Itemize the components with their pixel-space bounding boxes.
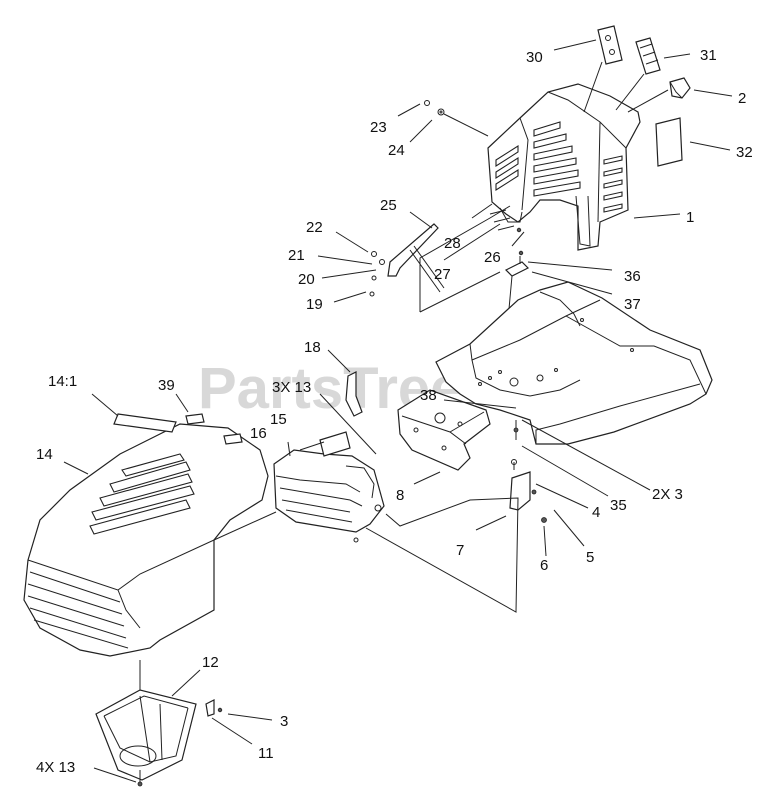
callout-31: 31 [700,47,717,64]
callout-4x13: 4X 13 [36,759,75,776]
callout-8: 8 [396,487,404,504]
callout-7: 7 [456,542,464,559]
decal-31 [635,37,661,75]
callout-27: 27 [434,266,451,283]
callout-4: 4 [592,504,600,521]
hardware-35 [513,420,519,440]
callout-20: 20 [298,271,315,288]
callout-32: 32 [736,144,753,161]
callout-21: 21 [288,247,305,264]
bracket-7 [509,459,547,523]
callout-2x3: 2X 3 [652,486,683,503]
leader-lines [63,39,733,783]
callout-16: 16 [250,425,267,442]
decal-39 [185,413,243,445]
callout-26: 26 [484,249,501,266]
rear-fender-part [487,83,641,251]
knob-2 [669,77,691,99]
bracket-11 [205,699,223,717]
washer-23 [424,100,430,106]
callout-37: 37 [624,296,641,313]
callout-14-1: 14:1 [48,373,77,390]
callout-19: 19 [306,296,323,313]
callout-5: 5 [586,549,594,566]
callout-6: 6 [540,557,548,574]
callout-15: 15 [270,411,287,428]
grille-insert-12 [95,689,197,781]
support-bracket-8 [397,389,491,471]
decal-14-1 [113,413,177,433]
callout-35: 35 [610,497,627,514]
callout-28: 28 [444,235,461,252]
decal-32 [655,117,683,167]
callout-39: 39 [158,377,175,394]
callout-12: 12 [202,654,219,671]
callout-3x13: 3X 13 [272,379,311,396]
screw-4x13 [137,770,143,787]
callout-25: 25 [380,197,397,214]
callout-11: 11 [258,745,274,762]
callout-24: 24 [388,142,405,159]
decal-30 [597,25,623,65]
grille-16 [273,449,385,543]
decal-15 [319,431,351,457]
callout-14: 14 [36,446,53,463]
floor-pan-part [435,281,713,445]
callout-2: 2 [738,90,746,107]
callout-labels: 30 31 2 32 23 24 1 25 22 28 21 26 20 27 … [36,47,753,776]
bracket-18 [345,371,363,417]
lever-assembly [369,205,524,313]
callout-30: 30 [526,49,543,66]
callout-36: 36 [624,268,641,285]
callout-18: 18 [304,339,321,356]
hood-14 [23,423,269,657]
callout-22: 22 [306,219,323,236]
washer-24 [437,108,445,116]
callout-3: 3 [280,713,288,730]
callout-23: 23 [370,119,387,136]
callout-1: 1 [686,209,694,226]
callout-38: 38 [420,387,437,404]
